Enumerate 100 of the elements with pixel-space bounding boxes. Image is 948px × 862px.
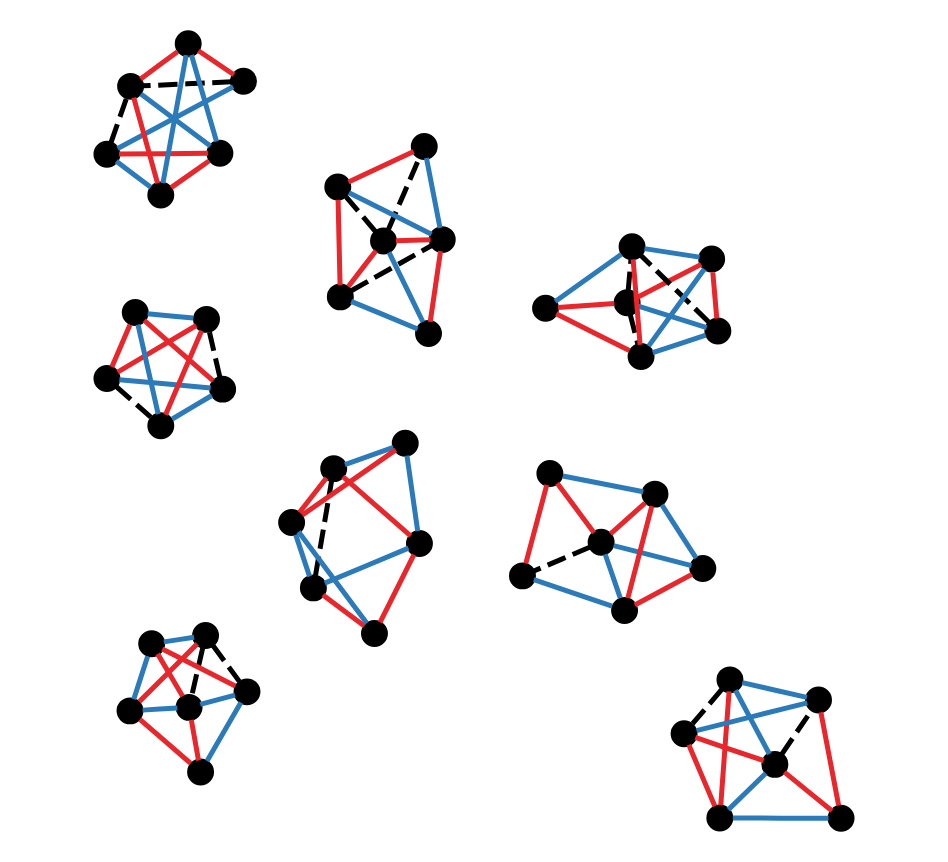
connector	[161, 646, 237, 689]
connector	[344, 445, 395, 467]
connector	[163, 634, 195, 645]
connector	[131, 96, 160, 184]
node-circle	[410, 133, 438, 160]
connector	[204, 701, 244, 763]
node-circle	[138, 630, 166, 658]
connector	[686, 743, 718, 808]
connector	[695, 700, 808, 734]
connector	[532, 544, 592, 574]
connector	[741, 680, 808, 700]
connector	[139, 49, 179, 81]
connector	[297, 476, 329, 514]
connector	[169, 158, 211, 190]
connector	[135, 324, 161, 415]
connector	[142, 318, 215, 383]
connector	[651, 332, 707, 355]
node-circle	[641, 480, 669, 508]
node-circle	[670, 720, 698, 748]
connector	[137, 642, 199, 704]
node-circle	[209, 375, 237, 403]
connector	[533, 577, 613, 609]
connector	[323, 545, 410, 586]
connector	[147, 311, 194, 321]
connector	[625, 259, 634, 292]
connector	[646, 267, 707, 348]
node-circle	[93, 365, 121, 392]
connector	[395, 237, 431, 244]
node-circle	[121, 299, 149, 326]
node-circle	[187, 758, 215, 786]
connector	[114, 384, 153, 419]
node-circle	[428, 226, 456, 254]
node-circle	[698, 245, 726, 273]
connector	[199, 692, 236, 707]
connector	[733, 689, 772, 756]
node-circle	[391, 429, 419, 457]
connector	[644, 246, 700, 260]
node-circle	[147, 181, 175, 209]
connector	[114, 159, 153, 190]
connector	[341, 474, 413, 538]
node-circle	[361, 620, 388, 648]
node-circle	[509, 562, 536, 590]
connector	[138, 717, 193, 766]
node-circle	[233, 678, 261, 706]
connector	[608, 501, 647, 536]
node-circle	[618, 233, 646, 261]
connector	[562, 473, 644, 495]
node-circle	[827, 804, 855, 832]
node-circle	[706, 804, 734, 832]
connector	[710, 272, 720, 319]
connector	[335, 199, 343, 286]
connector	[424, 157, 443, 229]
connector	[350, 299, 419, 332]
connector	[346, 249, 378, 289]
node-circle	[324, 173, 352, 201]
connector	[630, 259, 643, 345]
connector	[553, 252, 623, 304]
connector	[427, 250, 443, 323]
connector	[189, 647, 206, 697]
connector	[108, 98, 129, 144]
connector	[109, 323, 133, 368]
connector	[639, 253, 711, 324]
node-circle	[627, 343, 655, 370]
node-circle	[278, 509, 306, 536]
node-circle	[587, 528, 615, 556]
connector	[732, 815, 829, 821]
connector	[142, 79, 232, 89]
node-circle	[206, 139, 234, 167]
connector	[163, 329, 204, 416]
node-circle	[761, 750, 789, 778]
node-circle	[320, 455, 348, 483]
connector	[321, 593, 366, 629]
connector	[210, 643, 242, 683]
connector	[344, 195, 378, 234]
node-circle	[230, 67, 257, 95]
connector	[119, 377, 211, 391]
node-circle	[405, 530, 433, 557]
connector	[404, 455, 421, 532]
connector	[386, 251, 426, 324]
connector	[139, 92, 212, 149]
connector	[160, 54, 189, 184]
node-circle	[175, 693, 203, 721]
connector	[612, 543, 693, 569]
node-circle	[611, 597, 639, 624]
connector	[188, 719, 201, 761]
connector	[116, 323, 198, 375]
node-circle	[174, 30, 202, 58]
connector	[627, 313, 641, 345]
node-circle	[415, 319, 442, 347]
connector	[523, 484, 550, 564]
node-circle	[532, 294, 560, 322]
connector	[818, 711, 842, 807]
connector	[347, 190, 433, 237]
connector	[197, 48, 236, 77]
connector	[633, 572, 694, 608]
connector	[296, 530, 369, 625]
node-circle	[326, 283, 354, 311]
connector	[726, 771, 768, 812]
node-circle	[117, 72, 145, 100]
node-circle	[704, 317, 732, 345]
